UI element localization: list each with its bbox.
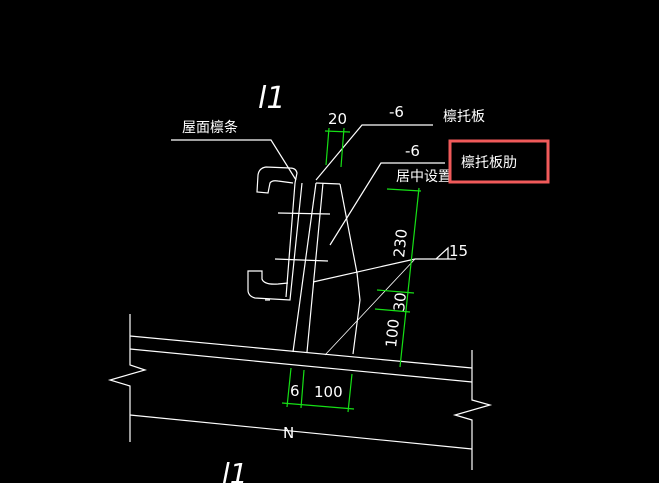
rib-label-highlighted: 檩托板肋: [461, 154, 517, 171]
beam-mark: N: [283, 424, 294, 442]
dim-bottom-plate: 6: [290, 382, 300, 400]
bracket-plate: [292, 182, 341, 353]
highlight-box: [448, 139, 550, 184]
plate-thickness: -6: [389, 103, 404, 121]
rib-leader: [329, 162, 445, 246]
bracket-rib: [312, 183, 416, 356]
dimension-lines: [281, 127, 422, 413]
dim-bottom-width: 100: [314, 383, 343, 401]
purlin-label: 屋面檩条: [182, 119, 238, 136]
dim-rib-offset: 30: [390, 292, 410, 313]
purlin-leader: [171, 139, 297, 181]
section-mark-bottom: l1: [222, 457, 248, 483]
plate-label: 檩托板: [443, 108, 485, 125]
plate-leader: [315, 124, 433, 181]
steel-beam: [107, 314, 493, 470]
rib-note: 居中设置: [396, 169, 452, 185]
slope-indicator: [415, 246, 456, 260]
section-mark-top: l1: [258, 81, 285, 116]
rib-thickness: -6: [405, 142, 420, 160]
dim-rib-height: 230: [390, 228, 411, 258]
dim-rib-base: 100: [382, 318, 403, 348]
c-purlin: [247, 166, 331, 301]
dim-top-width: 20: [328, 110, 347, 128]
slope-value: 15: [449, 242, 468, 260]
